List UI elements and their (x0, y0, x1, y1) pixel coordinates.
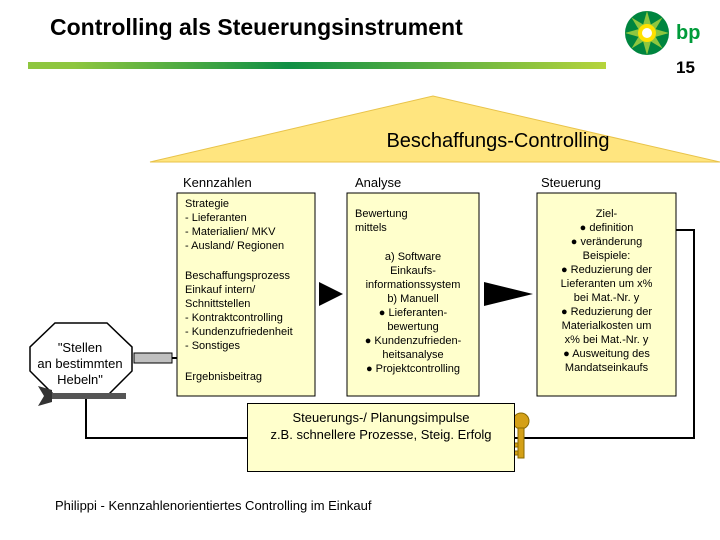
kennzahlen-header: Kennzahlen (183, 175, 252, 190)
analyse-header: Analyse (355, 175, 402, 190)
page-title: Controlling als Steuerungsinstrument (50, 14, 463, 40)
footer-text: Philippi - Kennzahlenorientiertes Contro… (55, 498, 372, 513)
arrow-right-2 (484, 282, 533, 306)
kennzahlen-prozess: Beschaffungsprozess Einkauf intern/ Schn… (185, 270, 293, 352)
steuerung-box (536, 192, 677, 397)
lever-arm (133, 352, 173, 364)
impulse-text: Steuerungs-/ Planungsimpulse z.B. schnel… (270, 410, 492, 442)
kennzahlen-box (176, 192, 316, 397)
analyse-box (346, 192, 480, 397)
analyse-methoden: a) Software Einkaufs- informationssystem… (364, 251, 462, 375)
roof-label: Beschaffungs-Controlling (386, 130, 610, 152)
wrench-icon (38, 386, 126, 406)
kennzahlen-strategie: Strategie - Lieferanten - Materialien/ M… (185, 198, 285, 252)
bp-logo-text: bp (676, 22, 701, 44)
steuerung-text: Ziel- ● definition ● veränderung Beispie… (560, 208, 653, 374)
header-gradient-bar (28, 62, 606, 69)
analyse-bewertung: Bewertung mittels (355, 208, 408, 234)
bp-helios-logo (625, 11, 669, 55)
key-icon-right (511, 412, 530, 459)
steuerung-header: Steuerung (541, 175, 601, 190)
roof-shape (149, 95, 720, 163)
impulse-box (247, 403, 515, 472)
lever-label: "Stellen an bestimmten Hebeln" (37, 340, 123, 387)
kennzahlen-ergebnis: Ergebnisbeitrag (185, 371, 263, 383)
arrow-right-1 (319, 282, 343, 306)
page-number: 15 (676, 58, 695, 77)
